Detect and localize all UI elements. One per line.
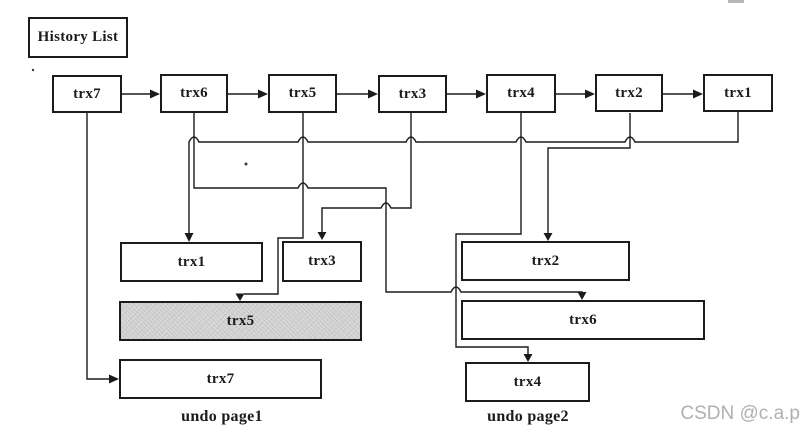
history-list-title-box: History List [28,17,128,58]
history-node-trx6: trx6 [160,74,228,113]
arrowhead-into-trx5-record [235,293,245,301]
arrowhead [585,89,595,99]
history-node-trx4: trx4 [486,74,556,113]
connector-trx7-pointer [86,113,109,380]
arrowhead-into-trx3-record [317,232,327,240]
scan-artifact-sliver [728,0,744,3]
arrowhead [368,89,378,99]
history-node-trx1: trx1 [703,74,773,112]
undo-record-trx4: trx4 [465,362,590,402]
undo-record-trx3: trx3 [282,241,362,282]
history-node-trx3: trx3 [378,75,447,113]
history-node-trx5: trx5 [268,74,337,113]
undo-record-trx6: trx6 [461,300,705,340]
arrowhead-into-trx2-record [543,233,553,241]
arrowhead [476,89,486,99]
connector-trx4-pointer [455,113,529,354]
connector-trx6-pointer [193,113,583,293]
history-node-trx7: trx7 [52,75,122,113]
undo-record-trx5: trx5 [119,301,362,341]
connector-trx5-pointer [244,113,304,295]
arrowhead-into-trx7-record [109,374,119,384]
scan-speck [244,162,248,166]
connector-trx3-pointer [321,113,412,232]
connector-trx2-pointer [547,113,631,233]
csdn-watermark: CSDN @c.a.p [680,403,800,424]
arrowhead [258,89,268,99]
arrowhead [150,89,160,99]
arrowhead-into-trx6-record [577,292,587,300]
arrowhead-into-trx1-record [184,233,194,242]
undo-record-trx1: trx1 [120,242,263,282]
arrowhead-into-trx4-record [523,354,533,362]
history-node-trx2: trx2 [595,74,663,112]
undo-page2-caption: undo page2 [487,408,569,425]
undo-page1-caption: undo page1 [181,408,263,425]
scan-speck [31,68,35,72]
undo-record-trx7: trx7 [119,359,322,399]
connector-trx1-pointer [188,112,739,233]
arrowhead [693,89,703,99]
undo-record-trx2: trx2 [461,241,630,281]
